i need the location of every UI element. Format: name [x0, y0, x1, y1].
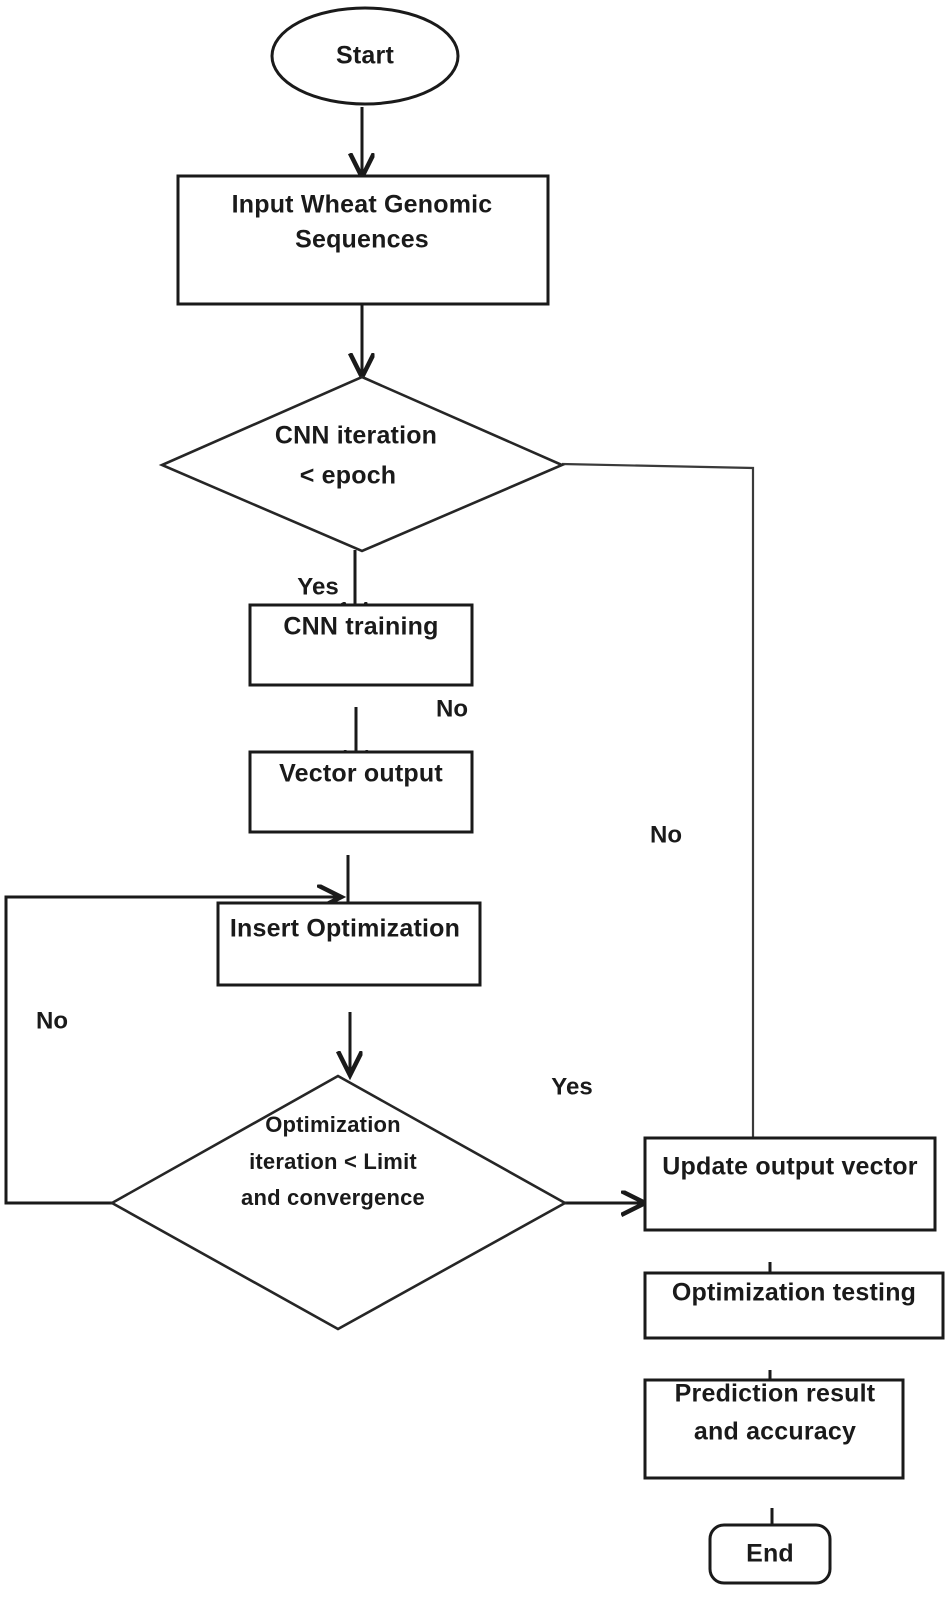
node-cnn-training[interactable]: CNN training [248, 603, 474, 687]
opt-decision-label-line1: Optimization [265, 1112, 401, 1137]
node-update-output-vector[interactable]: Update output vector [643, 1136, 937, 1232]
node-input-wheat-genomic-sequences[interactable]: Input Wheat Genomic Sequences [176, 174, 550, 306]
node-start[interactable]: Start [270, 6, 460, 106]
insert-optimization-label: Insert Optimization [230, 915, 460, 943]
edge-label-no-opt-left: No [36, 1007, 68, 1034]
input-label-line2: Sequences [295, 226, 429, 254]
input-rect [176, 174, 550, 306]
node-optimization-testing[interactable]: Optimization testing [643, 1271, 945, 1340]
edge-opt-decision-no-feedback-loop [4, 897, 340, 1205]
edge-label-yes-opt: Yes [551, 1073, 592, 1100]
cnn-training-rect [248, 603, 474, 687]
node-optimization-decision[interactable]: Optimization iteration < Limit and conve… [109, 1074, 568, 1331]
edge-label-no-cnn-right: No [650, 821, 682, 848]
insert-optimization-rect [216, 901, 482, 987]
node-cnn-iteration-decision[interactable]: CNN iteration < epoch [158, 375, 566, 553]
optimization-testing-label: Optimization testing [672, 1279, 916, 1307]
update-output-vector-rect [643, 1136, 937, 1232]
start-label: Start [336, 42, 394, 70]
optimization-testing-rect [643, 1271, 945, 1340]
cnn-decision-label-line2: < epoch [300, 462, 397, 490]
node-insert-optimization[interactable]: Insert Optimization [216, 901, 482, 987]
update-output-vector-label: Update output vector [662, 1153, 917, 1181]
edge-label-no-cnn-training: No [436, 695, 468, 722]
node-end[interactable]: End [708, 1523, 832, 1585]
prediction-label-line2: and accuracy [694, 1418, 856, 1446]
opt-decision-label-line2: iteration < Limit [249, 1149, 417, 1174]
vector-output-rect [248, 750, 474, 834]
opt-decision-diamond [109, 1074, 568, 1331]
prediction-result-rect [643, 1378, 905, 1480]
start-ellipse [270, 6, 460, 106]
node-vector-output[interactable]: Vector output [248, 750, 474, 834]
cnn-decision-diamond [158, 375, 566, 553]
opt-decision-label-line3: and convergence [241, 1185, 425, 1210]
edge-label-yes-cnn: Yes [297, 573, 338, 600]
end-rounded-rect [708, 1523, 832, 1585]
cnn-decision-label-line1: CNN iteration [275, 422, 437, 450]
vector-output-label: Vector output [279, 760, 443, 788]
cnn-training-label: CNN training [283, 613, 438, 641]
input-label-line1: Input Wheat Genomic [232, 191, 493, 219]
end-label: End [746, 1540, 794, 1568]
prediction-label-line1: Prediction result [675, 1380, 876, 1408]
edge-cnn-decision-no-to-update-vector [561, 462, 753, 1168]
node-prediction-result[interactable]: Prediction result and accuracy [643, 1378, 905, 1480]
